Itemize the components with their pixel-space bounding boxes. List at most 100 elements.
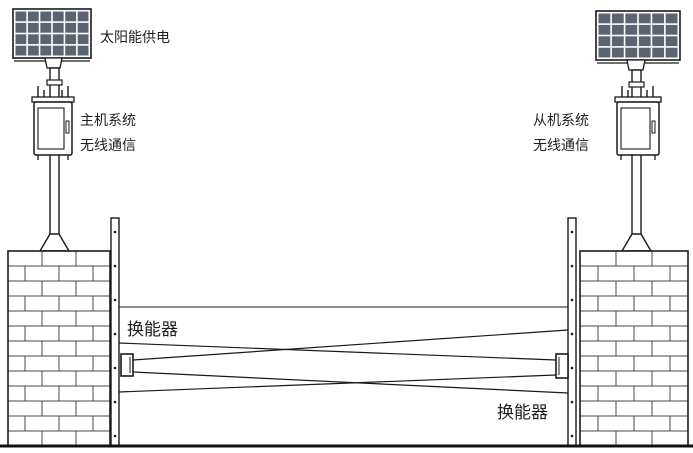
solar-cell [27, 45, 39, 56]
solar-cell [638, 13, 651, 24]
brick [651, 280, 688, 297]
brick [75, 400, 110, 417]
brick [8, 385, 26, 402]
brick [597, 385, 635, 402]
brick [615, 251, 653, 267]
left-transducer-body [120, 353, 134, 377]
slave-control-box [614, 86, 662, 160]
solar-cell [638, 24, 651, 35]
brick [41, 370, 77, 387]
solar-cell [27, 11, 39, 22]
brick [651, 340, 688, 357]
right-transducer-label: 换能器 [497, 403, 548, 423]
right-solar-panel-cells [598, 13, 678, 58]
rail-bolt [113, 264, 117, 268]
brick [41, 280, 77, 297]
rail-bolt [570, 400, 574, 404]
brick [75, 310, 110, 327]
solar-cell [65, 34, 77, 45]
rail-bolt [570, 298, 574, 302]
solar-cell [27, 34, 39, 45]
control-box-handle [65, 120, 70, 134]
brick [75, 430, 110, 446]
control-box-handle [651, 120, 656, 134]
brick [615, 280, 653, 297]
brick [615, 310, 653, 327]
solar-cell [611, 13, 624, 24]
rail-bolt [113, 298, 117, 302]
rail-bolt [113, 230, 117, 234]
solar-cell [65, 11, 77, 22]
brick [58, 415, 94, 432]
left-solar-panel-cells [15, 11, 89, 56]
brick [597, 355, 635, 372]
brick [651, 251, 688, 267]
brick [8, 251, 43, 267]
solar-cell [15, 45, 27, 56]
right-solar-panel [595, 10, 681, 64]
left-panel-mount [44, 57, 63, 69]
brick [58, 325, 94, 342]
solar-cell [40, 22, 52, 33]
solar-cell [652, 47, 665, 58]
slave-wireless-label: 无线通信 [533, 138, 589, 154]
brick [8, 280, 43, 297]
beam-line [118, 342, 557, 361]
brick [41, 400, 77, 417]
brick [58, 265, 94, 282]
solar-cell [598, 36, 611, 47]
solar-cell [77, 34, 89, 45]
brick [24, 385, 60, 402]
rail-bolt [113, 434, 117, 438]
right-pillar-bricks [580, 251, 688, 446]
brick [92, 385, 110, 402]
brick [669, 355, 688, 372]
left-brick-pillar [7, 250, 111, 447]
brick [24, 265, 60, 282]
solar-cell [52, 34, 64, 45]
rail-bolt [570, 230, 574, 234]
brick [8, 295, 26, 312]
solar-cell [665, 47, 678, 58]
brick [580, 430, 617, 446]
solar-cell [625, 13, 638, 24]
master-control-box [31, 86, 75, 160]
left-solar-panel [12, 8, 92, 62]
brick [597, 415, 635, 432]
brick [75, 251, 110, 267]
left-pole-clamp [46, 79, 63, 86]
left-transducer-label: 换能器 [127, 320, 178, 340]
brick [92, 295, 110, 312]
brick [651, 310, 688, 327]
solar-cell [40, 34, 52, 45]
brick [633, 265, 671, 282]
brick [8, 355, 26, 372]
solar-cell [625, 24, 638, 35]
brick [24, 295, 60, 312]
brick [580, 310, 617, 327]
solar-cell [598, 24, 611, 35]
brick [615, 400, 653, 417]
brick [8, 400, 43, 417]
solar-cell [652, 24, 665, 35]
solar-cell [638, 47, 651, 58]
slave-system-label: 从机系统 [533, 113, 589, 129]
brick [633, 385, 671, 402]
right-station [555, 10, 689, 447]
brick [41, 310, 77, 327]
left-station [7, 8, 134, 447]
master-system-label: 主机系统 [80, 113, 136, 129]
solar-cell [27, 22, 39, 33]
brick [8, 340, 43, 357]
right-panel-mount [626, 59, 646, 71]
brick [8, 430, 43, 446]
solar-cell [638, 36, 651, 47]
left-rail-post [110, 217, 120, 447]
brick [58, 355, 94, 372]
brick [651, 430, 688, 446]
brick [75, 370, 110, 387]
solar-cell [665, 24, 678, 35]
rail-bolt [570, 332, 574, 336]
brick [41, 251, 77, 267]
